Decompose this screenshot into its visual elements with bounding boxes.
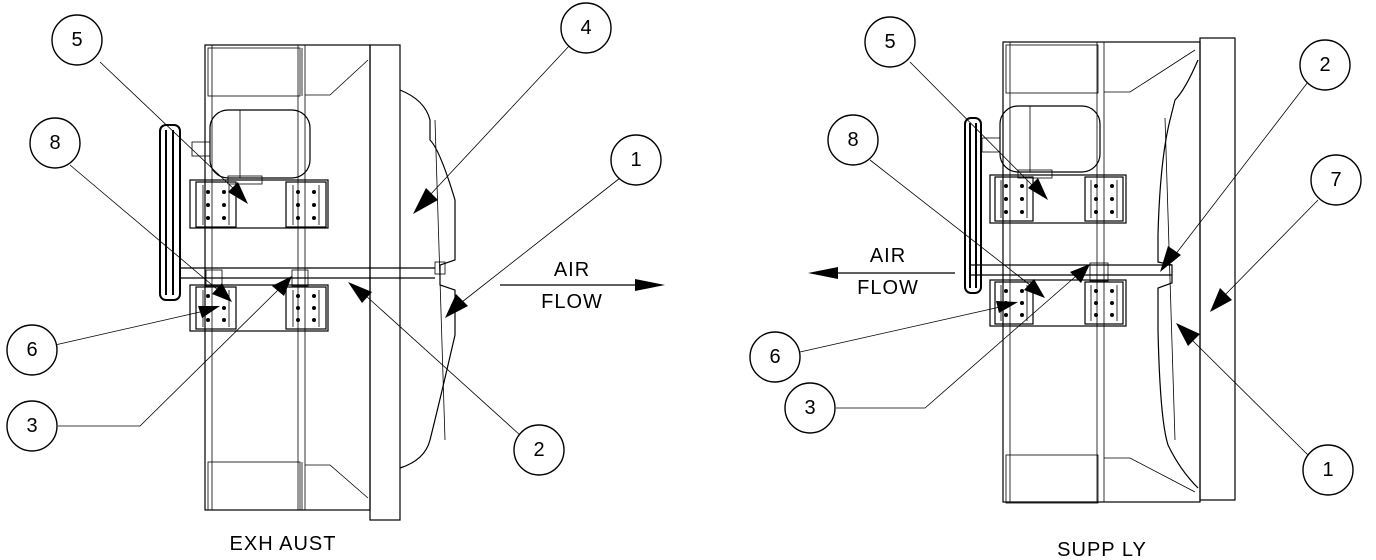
supply-pulley-belt: [964, 117, 982, 294]
exhaust-callout-3: 3: [6, 276, 292, 452]
supply-callout-1: 1: [1176, 323, 1354, 496]
exhaust-pulley-belt: [159, 124, 181, 301]
supply-airflow-label-2: FLOW: [857, 277, 919, 299]
supply-callout-2: 2: [1160, 39, 1351, 272]
supply-title: SUPP LY: [1057, 539, 1147, 560]
exhaust-motor-base: [189, 179, 329, 229]
svg-text:6: 6: [769, 346, 780, 368]
exhaust-callout-2: 2: [348, 282, 565, 476]
exhaust-callout-8: 8: [29, 117, 232, 302]
exhaust-airflow-label-2: FLOW: [541, 291, 603, 313]
svg-text:8: 8: [847, 129, 858, 151]
exhaust-title: EXH AUST: [230, 533, 337, 555]
svg-text:5: 5: [884, 31, 895, 53]
svg-text:8: 8: [49, 132, 60, 154]
supply-callout-8: 8: [827, 114, 1045, 298]
supply-inlet-panel: [1199, 37, 1236, 501]
exhaust-bearing-base: [189, 284, 329, 332]
exhaust-callout-6: 6: [6, 306, 220, 376]
exhaust-airflow-label-1: AIR: [554, 259, 590, 281]
exhaust-callout-4: 4: [413, 2, 612, 214]
svg-text:4: 4: [580, 17, 591, 39]
supply-fan-wheel: [1157, 59, 1199, 489]
exhaust-callout-1: 1: [445, 134, 662, 318]
supply-callout-3: 3: [784, 264, 1090, 434]
svg-text:5: 5: [71, 29, 82, 51]
supply-callout-5: 5: [864, 16, 1048, 200]
supply-view: AIR FLOW SUPP LY 5 2 8: [749, 16, 1362, 560]
svg-text:7: 7: [1330, 169, 1341, 191]
svg-text:3: 3: [26, 415, 37, 437]
supply-housing: [1002, 41, 1201, 503]
exhaust-callout-5: 5: [51, 14, 248, 204]
exhaust-view: AIR FLOW EXH AUST 5 4 8: [6, 2, 665, 555]
svg-text:1: 1: [630, 149, 641, 171]
exhaust-motor: [209, 109, 311, 179]
svg-text:3: 3: [804, 397, 815, 419]
supply-callout-6: 6: [749, 301, 1018, 383]
exhaust-fan-wheel: [399, 89, 456, 469]
svg-text:6: 6: [26, 339, 37, 361]
svg-text:1: 1: [1322, 459, 1333, 481]
svg-text:2: 2: [1319, 54, 1330, 76]
supply-airflow-label-1: AIR: [870, 245, 906, 267]
svg-text:2: 2: [533, 439, 544, 461]
supply-callout-7: 7: [1210, 154, 1362, 312]
exhaust-outlet-panel: [369, 44, 401, 521]
supply-motor-base: [989, 174, 1127, 224]
supply-motor: [999, 105, 1101, 173]
supply-bearing-base: [989, 279, 1127, 327]
